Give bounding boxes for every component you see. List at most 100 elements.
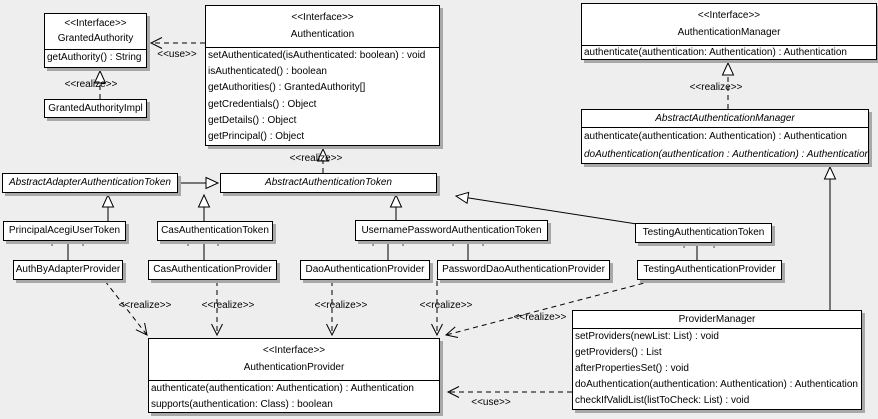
class-username-password-authentication-token: UsernamePasswordAuthenticationToken: [355, 220, 548, 241]
stereotype-label: <<Interface>>: [291, 11, 354, 23]
class-granted-authority: <<Interface>> GrantedAuthority getAuthorit…: [44, 13, 147, 68]
association-end-visibility: +: [215, 239, 221, 250]
edge-label-realize-casprovider: <<realize>>: [202, 300, 255, 311]
class-name: TestingAuthenticationToken: [642, 227, 765, 238]
method: setProviders(newList: List) : void: [575, 331, 719, 342]
methods-compartment: setProviders(newList: List) : void getPro…: [573, 328, 861, 409]
class-header: <<Interface>> GrantedAuthority: [45, 14, 146, 49]
class-name: AbstractAuthenticationManager: [655, 112, 795, 124]
method: getProviders() : List: [575, 347, 662, 358]
class-header: UsernamePasswordAuthenticationToken: [356, 221, 547, 240]
edge-label-realize-authbyadapter: <<realize>>: [119, 300, 172, 311]
edge-label-use-providermanager: <<use>>: [471, 397, 511, 408]
class-name: UsernamePasswordAuthenticationToken: [361, 224, 542, 236]
edge-label-realize-abstractauthenticationmanager: <<realize>>: [690, 82, 743, 93]
class-authentication: <<Interface>> Authentication setAuthentica…: [205, 5, 440, 146]
class-testing-authentication-provider: TestingAuthenticationProvider: [637, 260, 782, 280]
class-header: CasAuthenticationToken: [158, 222, 272, 240]
class-name: GrantedAuthority: [57, 33, 134, 45]
class-abstract-authentication-token: AbstractAuthenticationToken: [220, 173, 437, 193]
edge-label-realize-passworddaoprovider: <<realize>>: [420, 300, 473, 311]
method: authenticate(authentication: Authenticat…: [584, 47, 847, 58]
class-dao-authentication-provider: DaoAuthenticationProvider: [300, 260, 430, 280]
method: getAuthorities() : GrantedAuthority[]: [208, 82, 366, 94]
edge-realize-authbyadapter: [104, 280, 148, 336]
class-header: <<Interface>> AuthenticationProvider: [149, 339, 439, 380]
method: supports(authentication: Class) : boolea…: [151, 398, 333, 410]
method: authenticate(authentication: Authenticat…: [584, 131, 847, 142]
association-end-visibility: +: [450, 239, 456, 250]
class-header: AbstractAuthenticationManager: [582, 110, 868, 127]
class-testing-authentication-token: TestingAuthenticationToken: [635, 223, 772, 243]
class-header: DaoAuthenticationProvider: [301, 261, 429, 279]
methods-compartment: setAuthenticated(isAuthenticated: boolea…: [206, 47, 439, 145]
class-header: AuthByAdapterProvider: [14, 261, 122, 279]
method: setAuthenticated(isAuthenticated: boolea…: [208, 50, 426, 61]
edge-label-realize-grantedauthorityimpl: <<realize>>: [65, 79, 118, 90]
method: afterPropertiesSet() : void: [575, 363, 689, 374]
class-provider-manager: ProviderManager setProviders(newList: Lis…: [572, 310, 862, 410]
method: getCredentials() : Object: [208, 98, 317, 110]
class-header: ProviderManager: [573, 311, 861, 328]
edge-label-realize-testingprovider: <<realize>>: [514, 312, 567, 323]
class-name: CasAuthenticationToken: [161, 225, 269, 236]
methods-compartment: authenticate(authentication: Authenticat…: [582, 127, 868, 163]
class-header: AbstractAdapterAuthenticationToken: [3, 174, 177, 192]
class-name: TestingAuthenticationProvider: [643, 264, 776, 275]
class-cas-authentication-token: CasAuthenticationToken: [157, 221, 273, 241]
stereotype-label: <<Interface>>: [697, 9, 761, 21]
edge-gen-testing-token: [454, 191, 638, 225]
class-authentication-provider: <<Interface>> AuthenticationProvider authe…: [148, 338, 440, 413]
class-header: TestingAuthenticationToken: [636, 224, 771, 242]
association-end-visibility: +: [185, 239, 191, 250]
class-name: AuthenticationProvider: [243, 362, 345, 374]
class-header: CasAuthenticationProvider: [149, 261, 276, 279]
class-name: GrantedAuthorityImpl: [48, 102, 143, 114]
class-name: DaoAuthenticationProvider: [305, 264, 425, 275]
method: checkIfValidList(listToCheck: List) : vo…: [575, 395, 750, 406]
methods-compartment: getAuthority() : String: [45, 49, 146, 66]
association-end-visibility: +: [711, 241, 717, 252]
method: doAuthentication(authentication : Authen…: [584, 148, 868, 160]
stereotype-label: <<Interface>>: [64, 17, 127, 29]
class-name: PrincipalAcegiUserToken: [8, 225, 121, 236]
method: authenticate(authentication: Authenticat…: [151, 383, 414, 394]
class-header: <<Interface>> Authentication: [206, 6, 439, 47]
association-end-visibility: +: [80, 239, 86, 250]
methods-compartment: authenticate(authentication: Authenticat…: [149, 380, 439, 412]
association-end-visibility: +: [49, 239, 55, 250]
method: doAuthentication(authentication: Authent…: [575, 379, 858, 390]
class-name: AuthenticationManager: [677, 27, 781, 39]
class-header: AbstractAuthenticationToken: [221, 174, 436, 192]
class-name: CasAuthenticationProvider: [153, 264, 272, 275]
association-end-visibility: +: [400, 239, 406, 250]
method: getDetails() : Object: [208, 114, 297, 126]
class-password-dao-authentication-provider: PasswordDaoAuthenticationProvider: [437, 260, 610, 280]
association-end-visibility: +: [370, 239, 376, 250]
association-end-visibility: +: [480, 239, 486, 250]
method: getAuthority() : String: [47, 52, 142, 63]
class-auth-by-adapter-provider: AuthByAdapterProvider: [13, 260, 123, 280]
class-header: TestingAuthenticationProvider: [638, 261, 781, 279]
class-granted-authority-impl: GrantedAuthorityImpl: [44, 99, 147, 118]
class-name: PasswordDaoAuthenticationProvider: [442, 264, 605, 275]
class-abstract-authentication-manager: AbstractAuthenticationManager authenticat…: [581, 109, 869, 164]
method: getPrincipal() : Object: [208, 131, 305, 143]
class-cas-authentication-provider: CasAuthenticationProvider: [148, 260, 277, 280]
methods-compartment: authenticate(authentication: Authenticat…: [582, 45, 876, 60]
class-name: AbstractAuthenticationToken: [265, 177, 392, 188]
class-name: Authentication: [290, 29, 355, 41]
stereotype-label: <<Interface>>: [262, 344, 326, 356]
class-header: <<Interface>> AuthenticationManager: [582, 4, 876, 45]
class-name: AbstractAdapterAuthenticationToken: [9, 177, 171, 188]
method: isAuthenticated() : boolean: [208, 66, 327, 78]
class-header: PrincipalAcegiUserToken: [4, 222, 125, 240]
edge-label-use-authentication-grantedauthority: <<use>>: [157, 49, 197, 60]
class-name: AuthByAdapterProvider: [15, 264, 121, 275]
class-name: ProviderManager: [678, 313, 756, 325]
association-end-visibility: +: [681, 241, 687, 252]
edge-label-realize-abstractauthenticationtoken: <<realize>>: [290, 153, 343, 164]
edge-label-realize-daoprovider: <<realize>>: [315, 300, 368, 311]
